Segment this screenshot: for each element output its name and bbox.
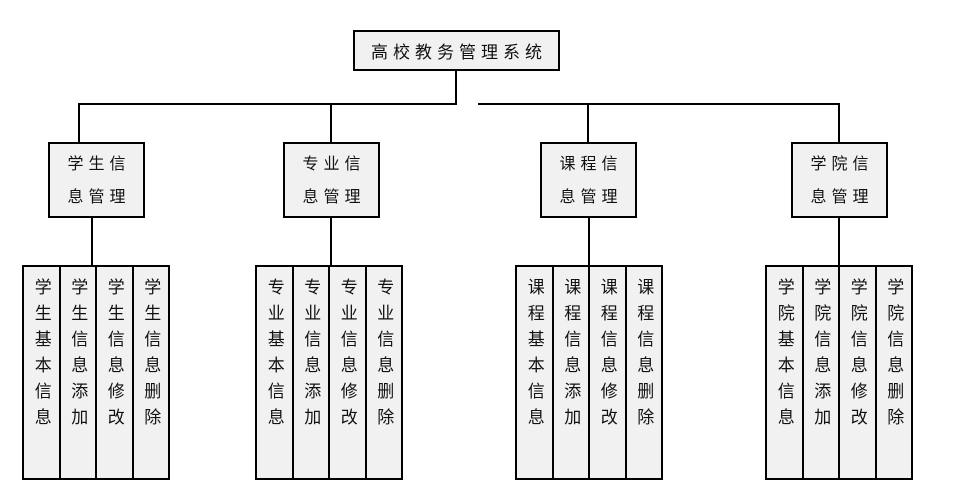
branch-node-college-info: 学院信 息管理: [791, 142, 888, 218]
leaf-node: 学院信息删除: [874, 267, 912, 478]
leaf-node: 学生基本信息: [24, 267, 59, 478]
connector-leaf-group-3: [588, 218, 590, 265]
connector-drop-branch-1: [78, 103, 80, 144]
root-node: 高校教务管理系统: [353, 30, 560, 71]
leaf-node: 课程信息修改: [588, 267, 625, 478]
connector-root-stub: [455, 71, 457, 105]
leaf-node-label: 学生基本信息: [30, 278, 51, 434]
leaf-group-college: 学院基本信息 学院信息添加 学院信息修改 学院信息删除: [765, 265, 913, 480]
leaf-node-label: 专业信息删除: [373, 278, 394, 434]
branch-node-label-line: 专业信: [302, 154, 366, 173]
leaf-node: 学院信息修改: [838, 267, 875, 478]
leaf-node: 专业信息添加: [291, 267, 329, 478]
branch-node-major-info: 专业信 息管理: [283, 142, 380, 218]
leaf-node-label: 课程基本信息: [523, 278, 544, 434]
leaf-node-label: 专业信息添加: [300, 278, 321, 434]
leaf-node-label: 学生信息添加: [67, 278, 88, 434]
leaf-node: 专业信息删除: [364, 267, 402, 478]
branch-node-label-line: 息管理: [559, 187, 623, 206]
leaf-node-label: 课程信息修改: [596, 278, 617, 434]
leaf-group-major: 专业基本信息 专业信息添加 专业信息修改 专业信息删除: [255, 265, 403, 480]
branch-node-label-line: 息管理: [67, 187, 131, 206]
branch-node-label-line: 学生信: [67, 154, 131, 173]
leaf-node: 学生信息删除: [131, 267, 169, 478]
branch-node-label-line: 课程信: [559, 154, 623, 173]
leaf-node-label: 学院基本信息: [773, 278, 794, 434]
leaf-node: 学生信息添加: [58, 267, 96, 478]
connector-rail-left: [78, 103, 456, 105]
leaf-node: 课程信息删除: [624, 267, 662, 478]
connector-leaf-group-2: [330, 218, 332, 265]
branch-node-course-info: 课程信 息管理: [540, 142, 637, 218]
leaf-group-course: 课程基本信息 课程信息添加 课程信息修改 课程信息删除: [515, 265, 663, 480]
connector-drop-branch-4: [838, 103, 840, 144]
leaf-node-label: 课程信息添加: [560, 278, 581, 434]
leaf-node-label: 学生信息删除: [140, 278, 161, 434]
leaf-group-student: 学生基本信息 学生信息添加 学生信息修改 学生信息删除: [22, 265, 170, 480]
branch-node-student-info: 学生信 息管理: [48, 142, 145, 218]
branch-node-label-line: 息管理: [302, 187, 366, 206]
leaf-node-label: 学院信息添加: [810, 278, 831, 434]
branch-node-label-line: 息管理: [810, 187, 874, 206]
leaf-node: 学生信息修改: [95, 267, 132, 478]
leaf-node: 学院信息添加: [801, 267, 839, 478]
leaf-node-label: 学院信息删除: [883, 278, 904, 434]
branch-node-label-line: 学院信: [810, 154, 874, 173]
leaf-node: 专业基本信息: [257, 267, 292, 478]
connector-drop-branch-3: [587, 103, 589, 144]
leaf-node-label: 学院信息修改: [846, 278, 867, 434]
connector-rail-right: [478, 103, 840, 105]
leaf-node: 专业信息修改: [328, 267, 365, 478]
leaf-node-label: 课程信息删除: [633, 278, 654, 434]
connector-drop-branch-2: [330, 103, 332, 144]
leaf-node: 课程信息添加: [551, 267, 589, 478]
leaf-node-label: 学生信息修改: [103, 278, 124, 434]
leaf-node-label: 专业基本信息: [263, 278, 284, 434]
leaf-node: 课程基本信息: [517, 267, 552, 478]
leaf-node-label: 专业信息修改: [336, 278, 357, 434]
connector-leaf-group-4: [838, 218, 840, 265]
connector-leaf-group-1: [91, 218, 93, 265]
leaf-node: 学院基本信息: [767, 267, 802, 478]
root-node-label: 高校教务管理系统: [371, 43, 547, 63]
